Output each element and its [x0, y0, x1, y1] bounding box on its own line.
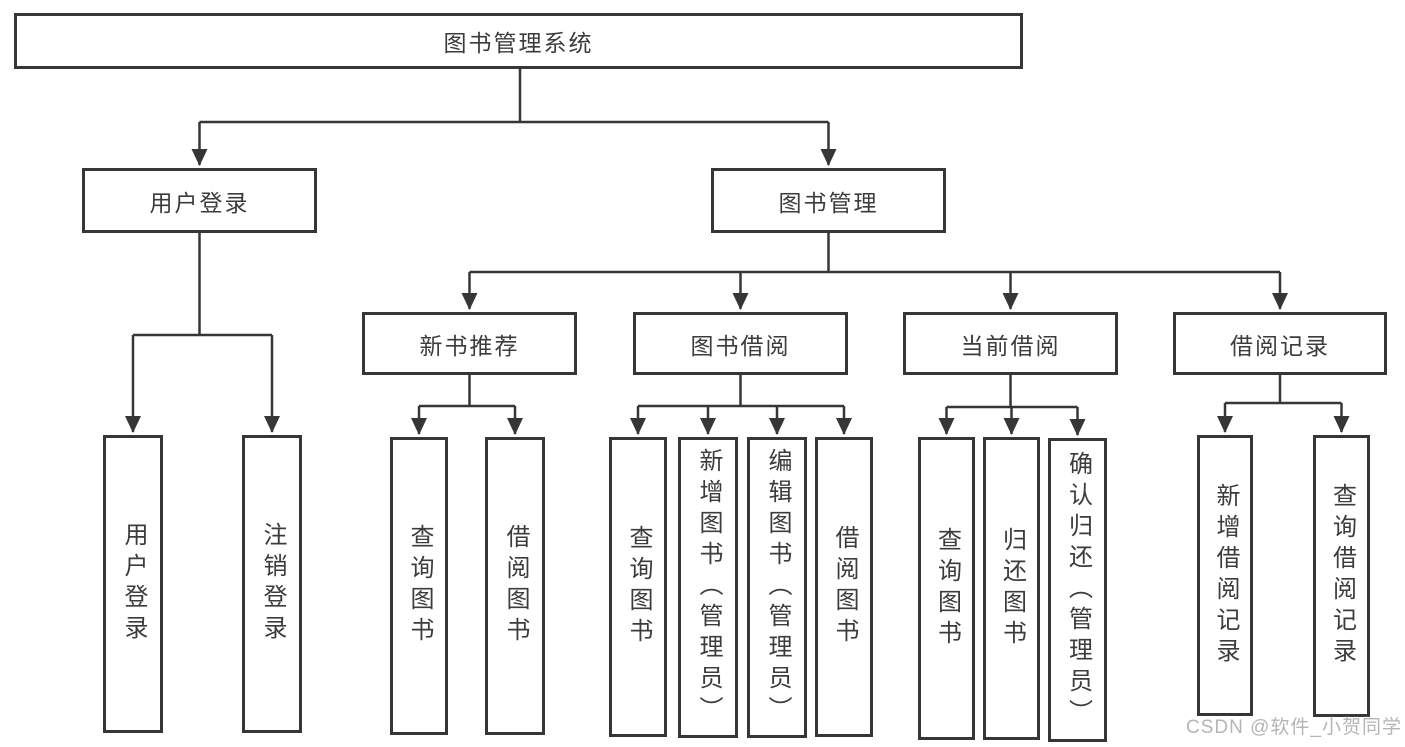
leaf-newbook-query-books: 查询图书 — [390, 437, 448, 735]
node-root-label: 图书管理系统 — [443, 30, 594, 56]
node-user-login-module-label: 用户登录 — [149, 189, 250, 216]
leaf-newbook-query-books-label: 查询图书 — [406, 524, 433, 648]
leaf-current-return-books: 归还图书 — [983, 437, 1040, 740]
node-borrow-records-label: 借阅记录 — [1230, 332, 1330, 359]
leaf-borrow-borrow-books-label: 借阅图书 — [831, 525, 858, 649]
leaf-records-query-record: 查询借阅记录 — [1313, 435, 1370, 717]
leaf-borrow-edit-books-admin: 编辑图书（管理员） — [747, 437, 807, 738]
leaf-user-login-label: 用户登录 — [120, 522, 147, 646]
leaf-newbook-borrow-books-label: 借阅图书 — [502, 524, 529, 648]
leaf-current-return-books-label: 归还图书 — [998, 526, 1026, 651]
leaf-current-query-books-label: 查询图书 — [933, 526, 961, 651]
leaf-current-confirm-return-admin-label: 确认归还（管理员） — [1064, 450, 1092, 730]
leaf-logout: 注销登录 — [242, 435, 302, 733]
node-book-mgmt-module: 图书管理 — [711, 168, 946, 233]
node-new-book-recommend: 新书推荐 — [362, 312, 577, 375]
leaf-user-login: 用户登录 — [103, 435, 163, 733]
leaf-newbook-borrow-books: 借阅图书 — [485, 437, 545, 735]
leaf-records-add-record: 新增借阅记录 — [1197, 435, 1253, 716]
leaf-borrow-edit-books-admin-label: 编辑图书（管理员） — [764, 448, 791, 727]
leaf-borrow-query-books: 查询图书 — [609, 437, 667, 737]
leaf-borrow-add-books-admin-label: 新增图书（管理员） — [695, 448, 722, 727]
node-current-borrow: 当前借阅 — [903, 312, 1118, 375]
leaf-logout-label: 注销登录 — [259, 522, 286, 646]
node-current-borrow-label: 当前借阅 — [960, 332, 1061, 359]
node-root: 图书管理系统 — [14, 13, 1023, 69]
node-user-login-module: 用户登录 — [82, 168, 317, 233]
leaf-records-add-record-label: 新增借阅记录 — [1212, 482, 1239, 669]
leaf-records-query-record-label: 查询借阅记录 — [1328, 483, 1356, 669]
node-borrow-records: 借阅记录 — [1173, 312, 1387, 375]
node-book-borrow-label: 图书借阅 — [690, 332, 791, 359]
node-book-borrow: 图书借阅 — [633, 312, 848, 375]
leaf-current-query-books: 查询图书 — [918, 437, 975, 740]
leaf-borrow-query-books-label: 查询图书 — [625, 525, 652, 649]
leaf-borrow-add-books-admin: 新增图书（管理员） — [678, 437, 738, 738]
leaf-current-confirm-return-admin: 确认归还（管理员） — [1048, 438, 1107, 742]
watermark: CSDN @软件_小贺同学 — [1186, 717, 1402, 738]
leaf-borrow-borrow-books: 借阅图书 — [815, 437, 873, 737]
node-book-mgmt-module-label: 图书管理 — [778, 189, 879, 216]
node-new-book-recommend-label: 新书推荐 — [419, 332, 520, 359]
